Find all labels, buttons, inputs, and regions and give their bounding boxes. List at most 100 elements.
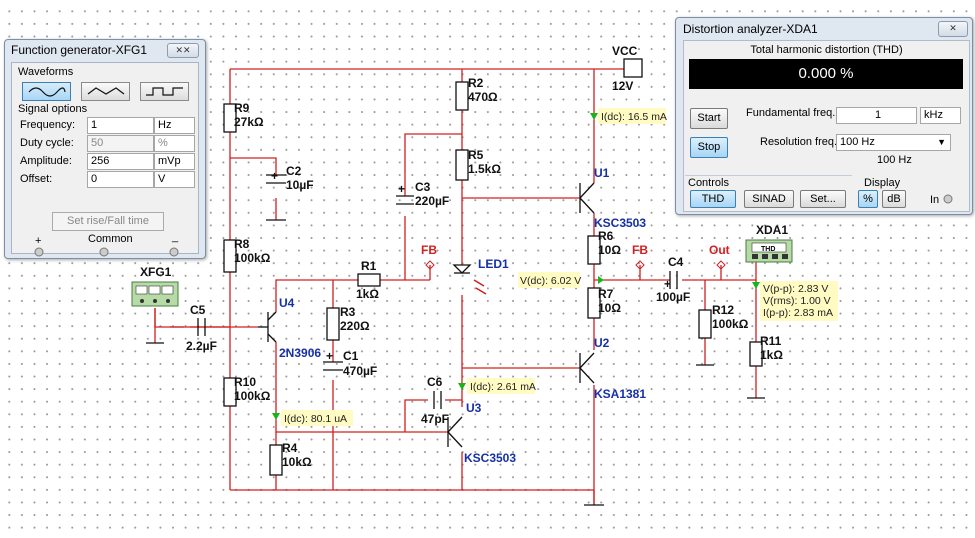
terminal-common-label: Common (88, 233, 133, 245)
frequency-unit[interactable]: Hz (154, 117, 195, 134)
probe-out-vrms: V(rms): 1.00 V (763, 295, 831, 307)
c1-value: 470µF (343, 364, 377, 378)
frequency-row: Frequency: 1 Hz (20, 117, 196, 134)
u1-name: U1 (594, 166, 610, 180)
sinad-mode-button[interactable]: SINAD (744, 190, 794, 208)
amplitude-input[interactable]: 256 (87, 153, 154, 170)
xda1-instrument[interactable] (745, 239, 793, 263)
input-label: In (930, 194, 940, 206)
r5-value: 1.5kΩ (468, 162, 501, 176)
xfg1-instrument[interactable] (131, 281, 179, 307)
probe-u4-current: I(dc): 80.1 uA (284, 413, 347, 425)
set-button[interactable]: Set... (800, 190, 846, 208)
fundamental-freq-value: 1 (874, 109, 882, 121)
resolution-readout: 100 Hz (877, 154, 912, 166)
r1-name: R1 (361, 259, 377, 273)
fb-net-label-2: FB (632, 243, 648, 257)
c5-name: C5 (190, 303, 206, 317)
u4-name: U4 (279, 296, 295, 310)
r9-value: 27kΩ (234, 115, 264, 129)
thd-mode-button[interactable]: THD (690, 190, 736, 208)
amplitude-row: Amplitude: 256 mVp (20, 153, 196, 170)
u2-model: KSA1381 (594, 387, 646, 401)
set-rise-fall-button[interactable]: Set rise/Fall time (52, 212, 164, 231)
square-wave-button[interactable] (140, 82, 189, 101)
resolution-freq-value: 100 Hz (840, 136, 875, 148)
triangle-wave-button[interactable] (81, 82, 130, 101)
triangle-wave-icon (87, 87, 125, 95)
c2-plus: + (271, 169, 278, 183)
xda1-label: XDA1 (756, 223, 788, 237)
sine-wave-button[interactable] (22, 82, 71, 101)
terminal-minus-label: _ (172, 231, 179, 243)
r6-value: 10Ω (598, 243, 621, 257)
input-terminal-icon (943, 194, 953, 204)
r6-name: R6 (598, 229, 614, 243)
probe-u3-current: I(dc): 2.61 mA (470, 381, 536, 393)
r2-name: R2 (468, 76, 484, 90)
probe-out-vpp: V(p-p): 2.83 V (763, 283, 828, 295)
xfg1-label: XFG1 (140, 265, 172, 279)
fundamental-freq-input[interactable]: 1 (836, 107, 917, 124)
c3-name: C3 (415, 180, 431, 194)
r4-value: 10kΩ (282, 455, 312, 469)
u3-name: U3 (466, 401, 482, 415)
r1-value: 1kΩ (356, 287, 379, 301)
r3-value: 220Ω (340, 319, 370, 333)
r12-value: 100kΩ (712, 317, 749, 331)
xda1-screen-text: THD (761, 246, 775, 253)
start-button[interactable]: Start (690, 108, 728, 129)
fg-titlebar[interactable]: Function generator-XFG1 ✕✕ (5, 40, 205, 60)
r10-name: R10 (234, 375, 256, 389)
c5-value: 2.2µF (186, 339, 217, 353)
r12-name: R12 (712, 303, 734, 317)
c4-name: C4 (668, 255, 684, 269)
resolution-freq-select[interactable]: 100 Hz ▼ (836, 134, 951, 151)
fg-close-button[interactable]: ✕✕ (167, 43, 199, 58)
frequency-input[interactable]: 1 (87, 117, 154, 134)
da-titlebar[interactable]: Distortion analyzer-XDA1 ✕ (676, 18, 972, 40)
terminal-plus-icon (34, 247, 44, 257)
offset-row: Offset: 0 V (20, 171, 196, 188)
u2-name: U2 (594, 336, 610, 350)
c3-value: 220µF (415, 194, 449, 208)
duty-cycle-unit[interactable]: % (154, 135, 195, 152)
controls-label: Controls (688, 177, 729, 189)
r8-value: 100kΩ (234, 251, 271, 265)
r10-value: 100kΩ (234, 389, 271, 403)
r11-name: R11 (760, 334, 782, 348)
offset-label: Offset: (20, 173, 53, 185)
da-close-button[interactable]: ✕ (938, 21, 968, 37)
da-panel: Total harmonic distortion (THD) 0.000 % … (683, 40, 970, 212)
display-label: Display (864, 177, 901, 189)
thd-label: Total harmonic distortion (THD) (750, 44, 903, 56)
function-generator-window[interactable]: Function generator-XFG1 ✕✕ Waveforms Sig… (4, 39, 206, 259)
signal-options-label: Signal options (18, 103, 88, 115)
sine-wave-icon (28, 87, 66, 97)
controls-group (685, 175, 852, 209)
out-net-label: Out (709, 243, 730, 257)
u1-model: KSC3503 (594, 216, 646, 230)
stop-button[interactable]: Stop (690, 137, 728, 158)
offset-unit[interactable]: V (154, 171, 195, 188)
amplitude-unit[interactable]: mVp (154, 153, 195, 170)
distortion-analyzer-window[interactable]: Distortion analyzer-XDA1 ✕ Total harmoni… (675, 17, 973, 215)
fg-title: Function generator-XFG1 (11, 43, 148, 57)
fundamental-freq-label: Fundamental freq. (746, 107, 836, 119)
chevron-down-icon: ▼ (937, 137, 946, 147)
percent-display-button[interactable]: % (858, 190, 878, 208)
led-rays (473, 279, 487, 295)
probe-markers (272, 113, 760, 420)
square-wave-icon (146, 87, 183, 96)
duty-cycle-input[interactable]: 50 (87, 135, 154, 152)
fundamental-unit[interactable]: kHz (920, 107, 961, 124)
r9-name: R9 (234, 101, 250, 115)
db-display-button[interactable]: dB (882, 190, 906, 208)
c3-plus: + (398, 182, 405, 196)
offset-input[interactable]: 0 (87, 171, 154, 188)
duty-cycle-row: Duty cycle: 50 % (20, 135, 196, 152)
led1-name: LED1 (478, 257, 509, 271)
terminal-plus-label: + (35, 235, 42, 247)
terminal-common-icon (99, 247, 109, 257)
